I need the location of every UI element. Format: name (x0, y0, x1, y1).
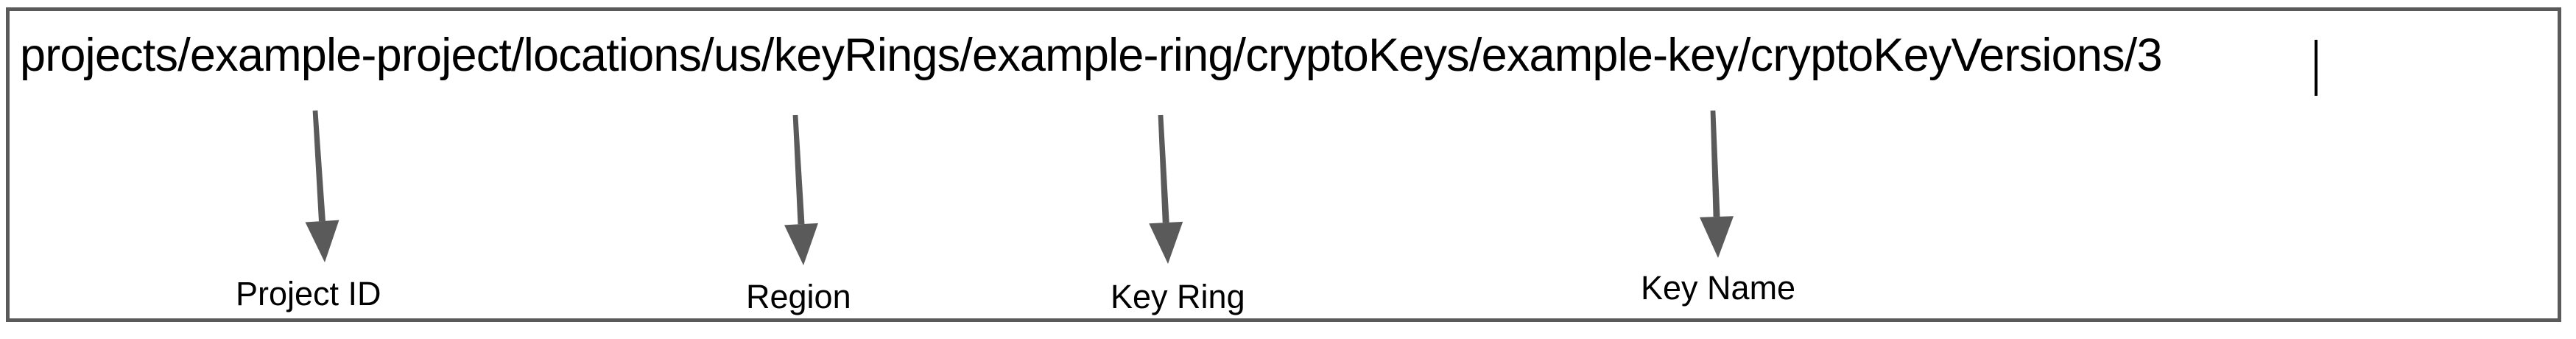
annotation-arrow-project-id (305, 110, 339, 262)
annotation-arrow-key-ring (1149, 114, 1183, 264)
annotation-arrow-key-name (1700, 110, 1734, 258)
annotation-arrow-region (784, 114, 818, 265)
resource-path-input-value[interactable]: projects/example-project/locations/us/ke… (20, 29, 2163, 81)
annotation-label-project-id: Project ID (236, 275, 381, 312)
resource-name-field-frame[interactable] (6, 7, 2561, 322)
annotation-label-key-ring: Key Ring (1111, 278, 1245, 315)
annotation-label-region: Region (746, 278, 851, 315)
text-caret (2315, 40, 2318, 96)
annotation-label-key-name: Key Name (1641, 269, 1796, 307)
